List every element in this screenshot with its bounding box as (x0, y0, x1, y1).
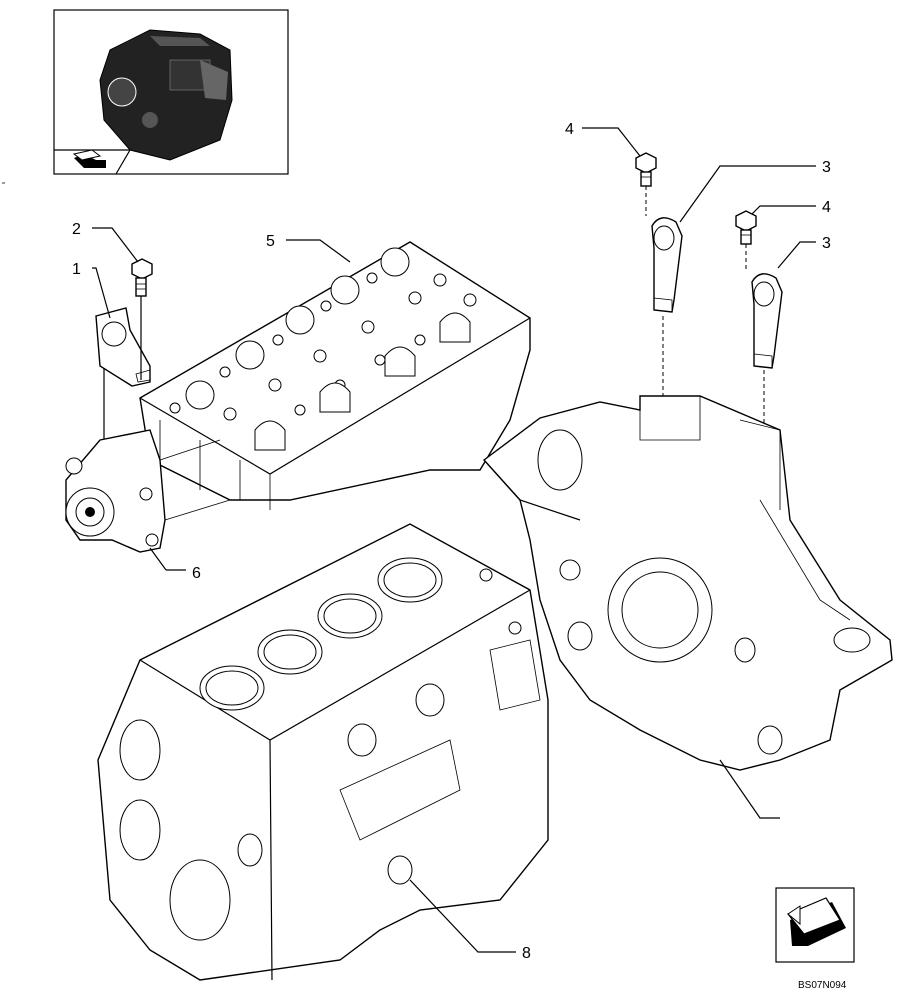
cylinder-block-8 (97, 523, 549, 981)
leader-lines (92, 127, 816, 953)
callout-8: 8 (522, 945, 531, 962)
lifting-eye-3a (651, 217, 683, 313)
callout-4b: 4 (822, 199, 831, 216)
callout-3a: 3 (822, 159, 831, 176)
callout-2: 2 (72, 221, 81, 238)
figure-code: BS07N094 (798, 980, 847, 991)
callout-1: 1 (72, 261, 81, 278)
cylinder-head-5 (139, 241, 531, 510)
callout-4a: 4 (565, 121, 574, 138)
lifting-eye-3b (751, 273, 783, 369)
bolt-4a (635, 152, 657, 187)
bolt-4b (735, 210, 757, 245)
arrow-navigation-icon[interactable] (775, 887, 855, 963)
water-pump-6 (65, 429, 231, 553)
callout-labels: 1 2 3 3 4 4 5 6 8 (72, 121, 831, 962)
callout-3b: 3 (822, 235, 831, 252)
lifting-bracket-1 (95, 307, 151, 387)
flywheel-housing (482, 395, 893, 771)
bolt-2 (131, 258, 153, 297)
engine-thumbnail[interactable] (53, 9, 289, 175)
engine-thumbnail-icon (99, 29, 233, 161)
callout-6: 6 (192, 565, 201, 582)
back-arrow-icon[interactable] (72, 149, 106, 168)
callout-5: 5 (266, 233, 275, 250)
